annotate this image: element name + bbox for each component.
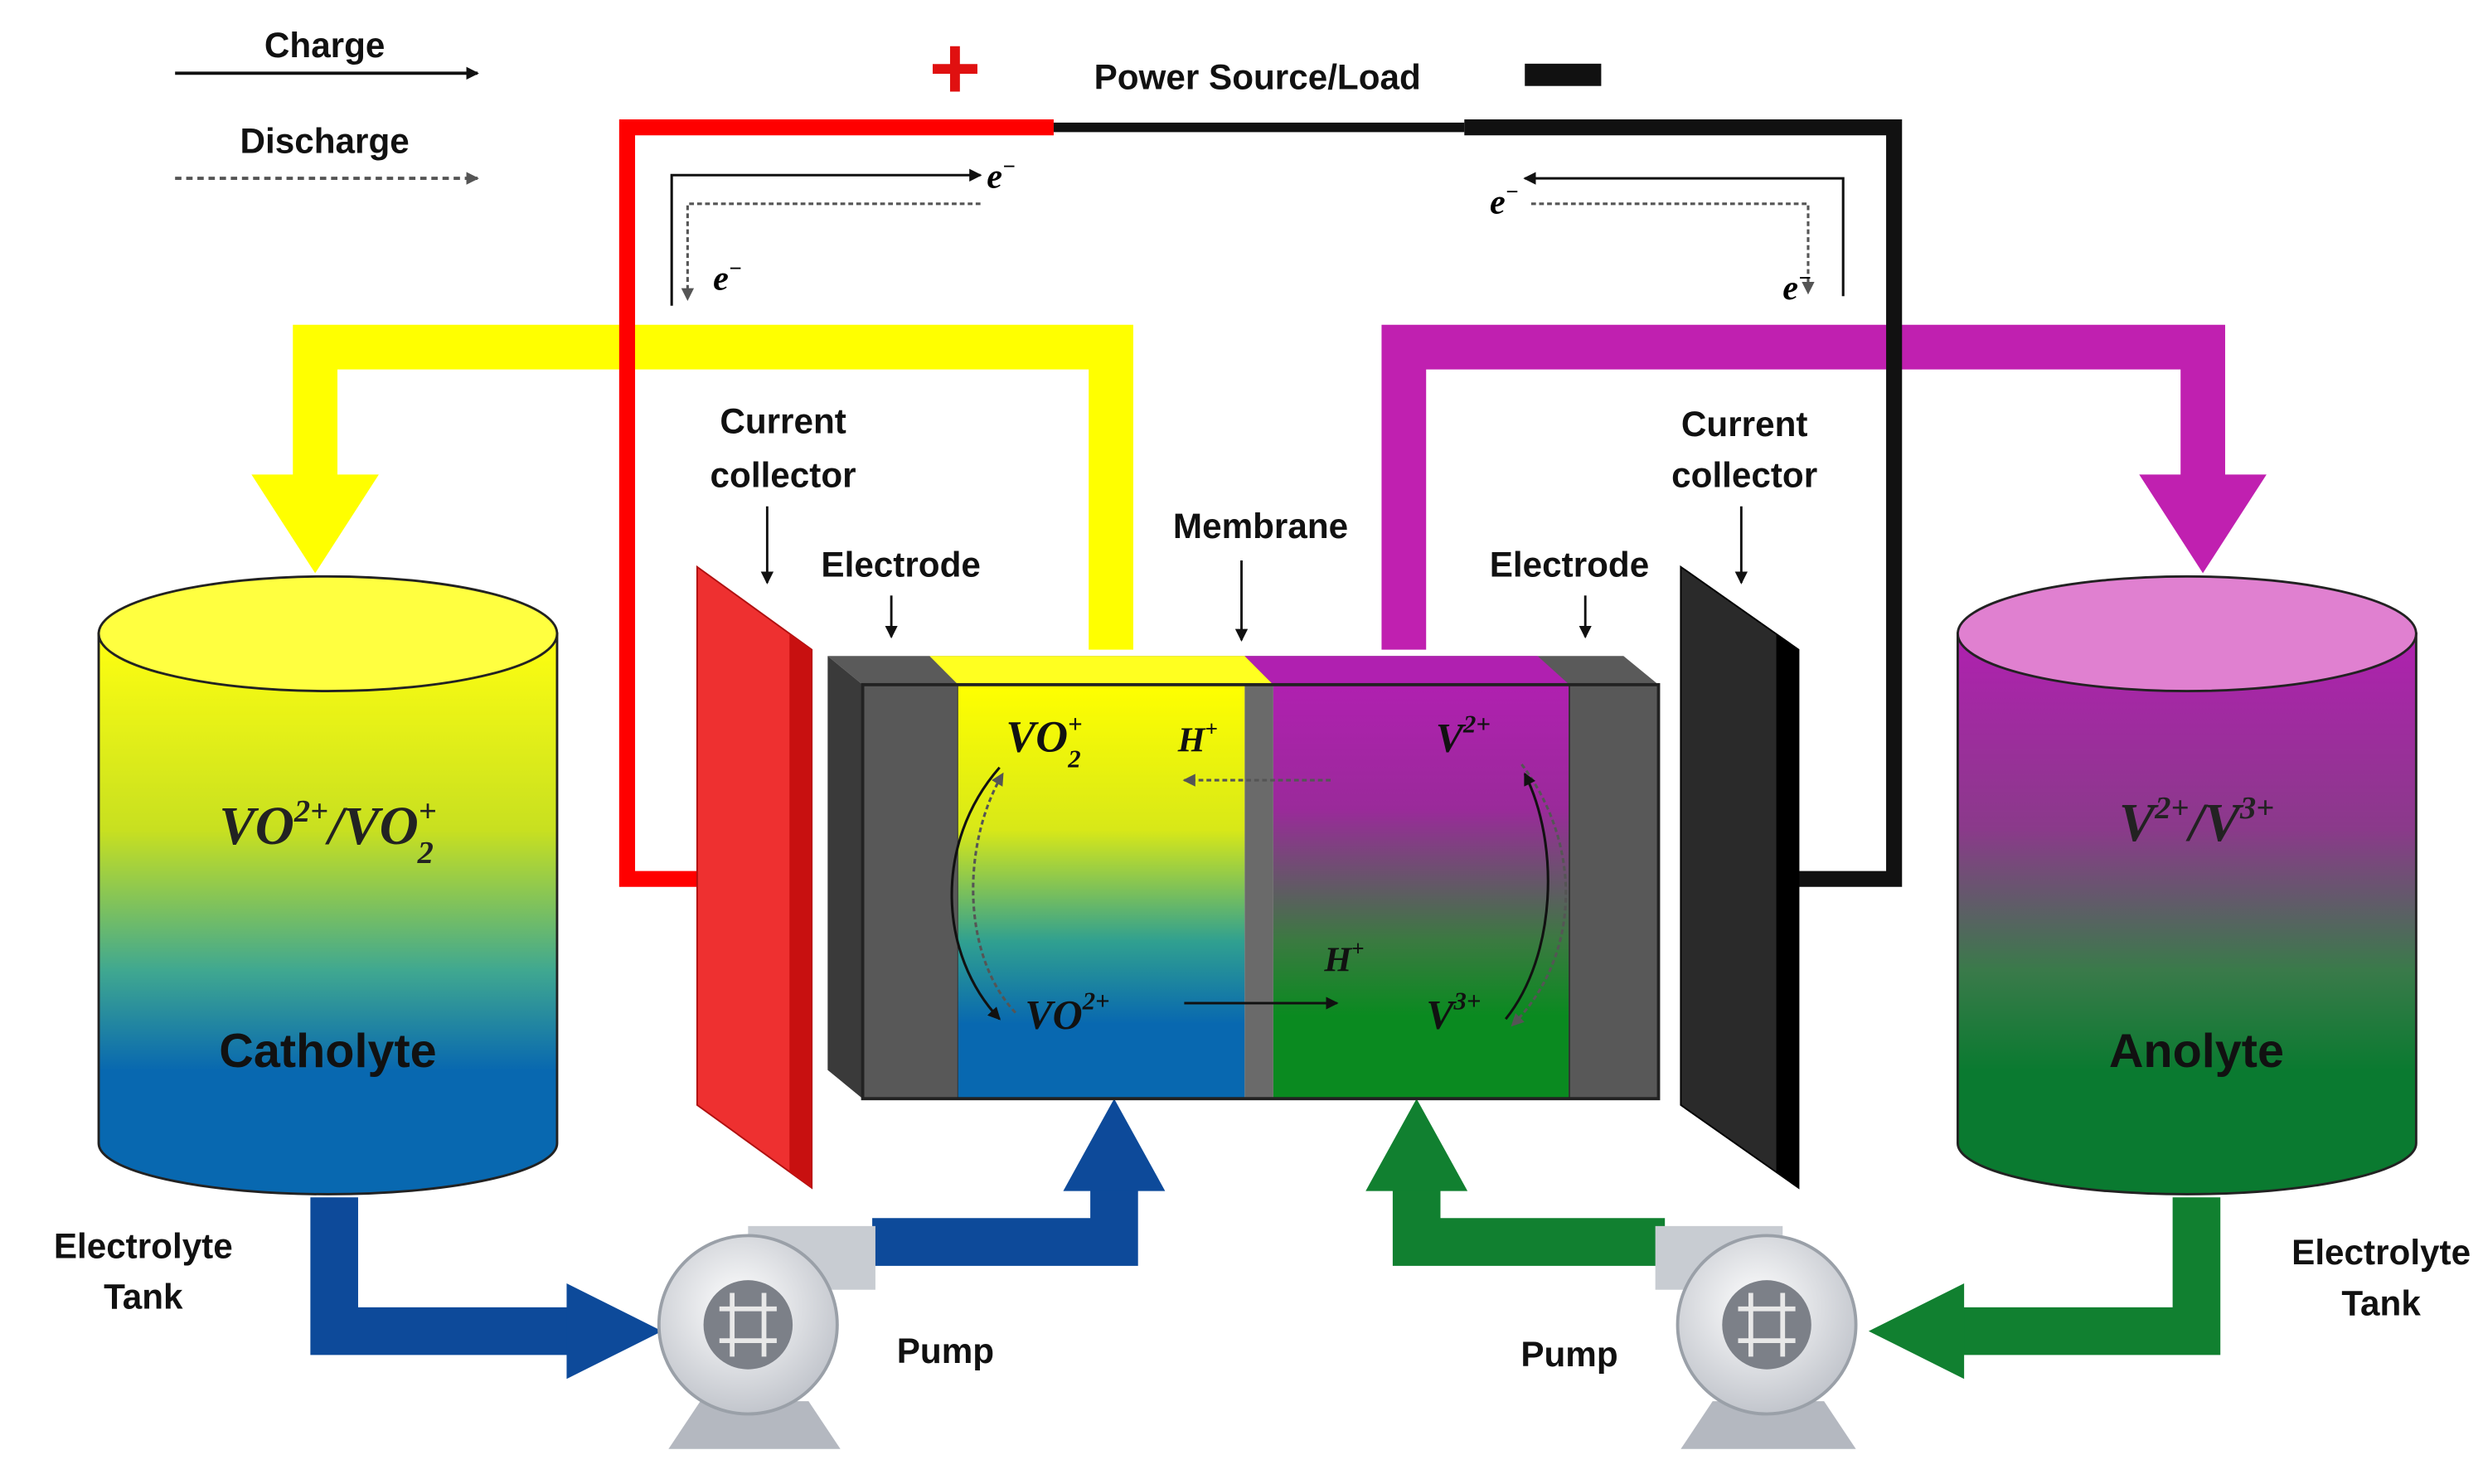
electron-label: e−	[1782, 265, 1811, 308]
pump-right-icon	[1655, 1225, 1858, 1449]
electron-flow-left: e− e−	[670, 153, 1016, 306]
legend-charge-label: Charge	[264, 26, 385, 65]
legend-discharge-label: Discharge	[240, 121, 410, 160]
cell-reactions: VO+2 H+ V2+ VO2+ H+ V3+	[950, 710, 1568, 1038]
cell-vo2-plus: VO+2	[1006, 710, 1082, 773]
catholyte-feed-arrowhead	[566, 1283, 662, 1380]
catholyte-supply-arrowhead	[1063, 1098, 1166, 1191]
cell-h-plus-bottom: H+	[1323, 935, 1364, 979]
pump-right-label: Pump	[1520, 1335, 1617, 1374]
catholyte-arrowhead	[251, 474, 379, 574]
catholyte-formula: VO2+/VO+2	[219, 794, 436, 871]
cell-v2-plus: V2+	[1436, 710, 1491, 760]
pump-left-label: Pump	[897, 1331, 994, 1370]
electrode-left-label: Electrode	[821, 545, 980, 584]
power-source-label: Power Source/Load	[1094, 58, 1421, 97]
catholyte-tank: VO2+/VO+2 Catholyte	[97, 575, 559, 1195]
catholyte-label: Catholyte	[219, 1025, 436, 1078]
negative-wire-bold	[1464, 119, 1903, 887]
anolyte-arrowhead	[2139, 474, 2267, 574]
electron-label: e−	[1490, 179, 1519, 221]
cell-stack	[827, 656, 1661, 1101]
anolyte-label: Anolyte	[2109, 1025, 2284, 1078]
anolyte-formula: V2+/V3+	[2119, 791, 2274, 853]
anolyte-supply-pipe	[1392, 1178, 1666, 1266]
catholyte-supply-pipe	[872, 1178, 1138, 1266]
anolyte-half-cell	[1273, 684, 1569, 1099]
pump-left-icon	[657, 1225, 875, 1449]
electron-label: e−	[713, 255, 742, 298]
anolyte-tank: V2+/V3+ Anolyte	[1957, 575, 2418, 1195]
cell-vo-2plus: VO2+	[1025, 987, 1109, 1038]
plus-sign-icon: +	[929, 18, 982, 118]
left-electrode	[861, 683, 959, 1100]
cell-top-purple	[1244, 656, 1569, 685]
positive-wire	[618, 119, 1054, 887]
electron-label: e−	[987, 153, 1016, 196]
catholyte-return-pipe	[293, 324, 1133, 650]
cell-top-yellow	[929, 656, 1273, 685]
membrane-label: Membrane	[1173, 507, 1348, 546]
electron-flow-right: e− e−	[1490, 172, 1845, 308]
minus-sign-icon	[1525, 63, 1602, 86]
right-electrode	[1569, 683, 1660, 1100]
power-source: + Power Source/Load	[929, 18, 1602, 118]
catholyte-feed-pipe	[310, 1197, 574, 1355]
legend: Charge Discharge	[175, 26, 479, 185]
anolyte-supply-arrowhead	[1365, 1098, 1468, 1191]
anolyte-return-pipe	[1381, 324, 2225, 650]
anolyte-feed-arrowhead	[1868, 1283, 1965, 1380]
anolyte-feed-pipe	[1957, 1197, 2221, 1355]
electrode-right-label: Electrode	[1490, 545, 1649, 584]
membrane	[1244, 684, 1273, 1099]
cell-h-plus-top: H+	[1177, 715, 1218, 759]
cell-v3-plus: V3+	[1426, 987, 1481, 1038]
catholyte-half-cell	[958, 684, 1245, 1099]
